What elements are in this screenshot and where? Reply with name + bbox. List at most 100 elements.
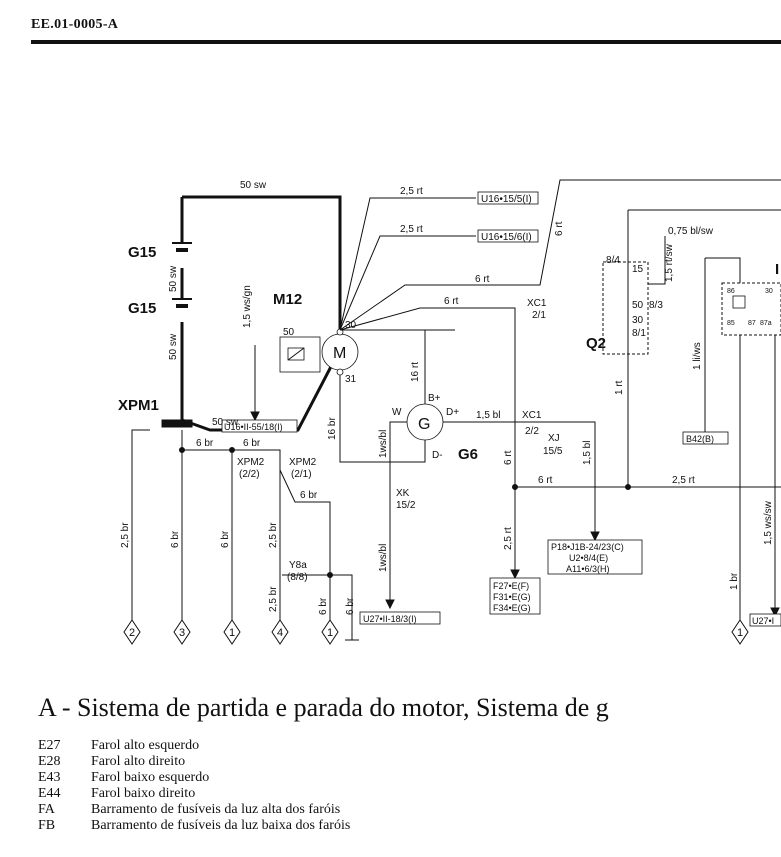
- legend-text: Barramento de fusíveis da luz alta dos f…: [91, 802, 341, 817]
- wire-25br-a: 2,5 br: [120, 522, 131, 548]
- conn-xk-pin: 15/2: [396, 500, 416, 511]
- q2-15: 15: [632, 264, 644, 275]
- conn-xpm2-b: XPM2: [289, 457, 317, 468]
- ref-u16-ii55: U16•II-55/18(I): [224, 422, 283, 432]
- gen-d-minus: D-: [432, 450, 443, 461]
- wire-25br-b: 2,5 br: [268, 522, 279, 548]
- relay-85: 85: [727, 320, 735, 327]
- ref-b42: B42(B): [686, 434, 714, 444]
- wire-6br-a: 6 br: [196, 438, 214, 449]
- wire-25br-c: 2,5 br: [268, 586, 279, 612]
- legend-item: E27 Farol alto esquerdo: [38, 738, 350, 754]
- q2-81: 8/1: [632, 328, 646, 339]
- pin-31: 31: [345, 374, 357, 385]
- ground-number: 1: [229, 627, 235, 639]
- wire-16br: 16 br: [327, 417, 338, 440]
- wire-15wssw: 1,5 ws/sw: [763, 500, 774, 545]
- legend-code: FB: [38, 818, 56, 833]
- q2-83: 8/3: [649, 300, 663, 311]
- ground-diamond: [321, 619, 339, 645]
- label-g6: G6: [458, 446, 478, 463]
- relay-87: 87: [748, 320, 756, 327]
- ref-f31: F31•E(G): [493, 592, 531, 602]
- wire-25rt-b: 2,5 rt: [400, 224, 423, 235]
- wire-50sw-top: 50 sw: [240, 180, 267, 191]
- wire-6br-g: 6 br: [345, 597, 356, 615]
- wire-50sw-left2: 50 sw: [168, 333, 179, 360]
- conn-xc1-b: XC1: [522, 410, 542, 421]
- label-g15-top: G15: [128, 244, 156, 261]
- ref-u27-cut: U27•I: [752, 616, 774, 626]
- conn-xj-pin: 15/5: [543, 446, 563, 457]
- wire-16rt: 16 rt: [410, 362, 421, 382]
- wire-6br-c: 6 br: [300, 490, 318, 501]
- ground-number: 1: [327, 627, 333, 639]
- wire-50sw-bottom: 50 sw: [212, 417, 239, 428]
- ground-number: 1: [737, 627, 743, 639]
- pin-30: 30: [345, 320, 357, 331]
- legend-code: E28: [38, 754, 61, 769]
- ref-a11: A11•6/3(H): [566, 564, 610, 574]
- motor-symbol: M: [333, 345, 346, 362]
- wire-075blsw: 0,75 bl/sw: [668, 226, 714, 237]
- conn-xk: XK: [396, 488, 410, 499]
- generator-symbol: G: [418, 416, 430, 433]
- conn-xc1-a-pin: 2/1: [532, 310, 546, 321]
- legend-code: FA: [38, 802, 55, 817]
- cut-letter: I: [775, 261, 779, 278]
- wire-6rt-vert: 6 rt: [554, 221, 565, 236]
- ref-p18: P18•J1B-24/23(C): [551, 542, 624, 552]
- ref-u2: U2•8/4(E): [569, 553, 608, 563]
- ref-f34: F34•E(G): [493, 603, 531, 613]
- legend-text: Farol alto esquerdo: [91, 738, 200, 753]
- q2-50: 50: [632, 300, 644, 311]
- ground-number: 4: [277, 627, 283, 639]
- relay-30: 30: [765, 288, 773, 295]
- ground-diamond: [123, 619, 141, 645]
- ref-f27: F27•E(F): [493, 581, 529, 591]
- ground-number: 2: [129, 627, 135, 639]
- conn-xpm2-a-pin: (2/2): [239, 469, 260, 480]
- gen-b-plus: B+: [428, 393, 441, 404]
- q2-84: 8/4: [606, 255, 620, 266]
- wire-6br-f: 6 br: [318, 597, 329, 615]
- page-code: EE.01-0005-A: [31, 17, 119, 32]
- wire-1liws: 1 li/ws: [692, 342, 703, 370]
- ref-u16-155: U16•15/5(I): [481, 194, 532, 205]
- conn-xpm2-a: XPM2: [237, 457, 265, 468]
- conn-xpm2-b-pin: (2/1): [291, 469, 312, 480]
- label-m12: M12: [273, 291, 302, 308]
- relay-86: 86: [727, 288, 735, 295]
- legend-text: Barramento de fusíveis da luz baixa dos …: [91, 818, 351, 833]
- legend-item: FB Barramento de fusíveis da luz baixa do…: [38, 818, 350, 834]
- wire-50sw-battery-top: [182, 195, 342, 330]
- label-g15-bottom: G15: [128, 300, 156, 317]
- ref-u27-ii18: U27•II-18/3(I): [363, 614, 417, 624]
- wire-25rt-c: 2,5 rt: [672, 475, 695, 486]
- wire-1wsbl-b: 1ws/bl: [378, 544, 389, 572]
- ground-diamond: [173, 619, 191, 645]
- wire-1wsbl-a: 1ws/bl: [378, 430, 389, 458]
- wire-25rt-d: 2,5 rt: [503, 527, 514, 550]
- wire-1rt: 1 rt: [614, 380, 625, 395]
- legend-item: E28 Farol alto direito: [38, 754, 350, 770]
- legend-text: Farol baixo direito: [91, 786, 196, 801]
- wire-6rt-a: 6 rt: [475, 274, 490, 285]
- ground-diamond: [271, 619, 289, 645]
- legend-code: E43: [38, 770, 61, 785]
- legend-text: Farol alto direito: [91, 754, 186, 769]
- wire-15bl-v: 1,5 bl: [582, 441, 593, 465]
- legend-code: E44: [38, 786, 61, 801]
- wire-6br-b: 6 br: [243, 438, 261, 449]
- conn-y8a-pin: (8/8): [287, 572, 308, 583]
- wire-6br-e: 6 br: [220, 530, 231, 548]
- legend-code: E27: [38, 738, 61, 753]
- legend-item: FA Barramento de fusíveis da luz alta dos…: [38, 802, 350, 818]
- ref-u16-156: U16•15/6(I): [481, 232, 532, 243]
- conn-xc1-a: XC1: [527, 298, 547, 309]
- ground-diamond: [223, 619, 241, 645]
- gen-w: W: [392, 407, 402, 418]
